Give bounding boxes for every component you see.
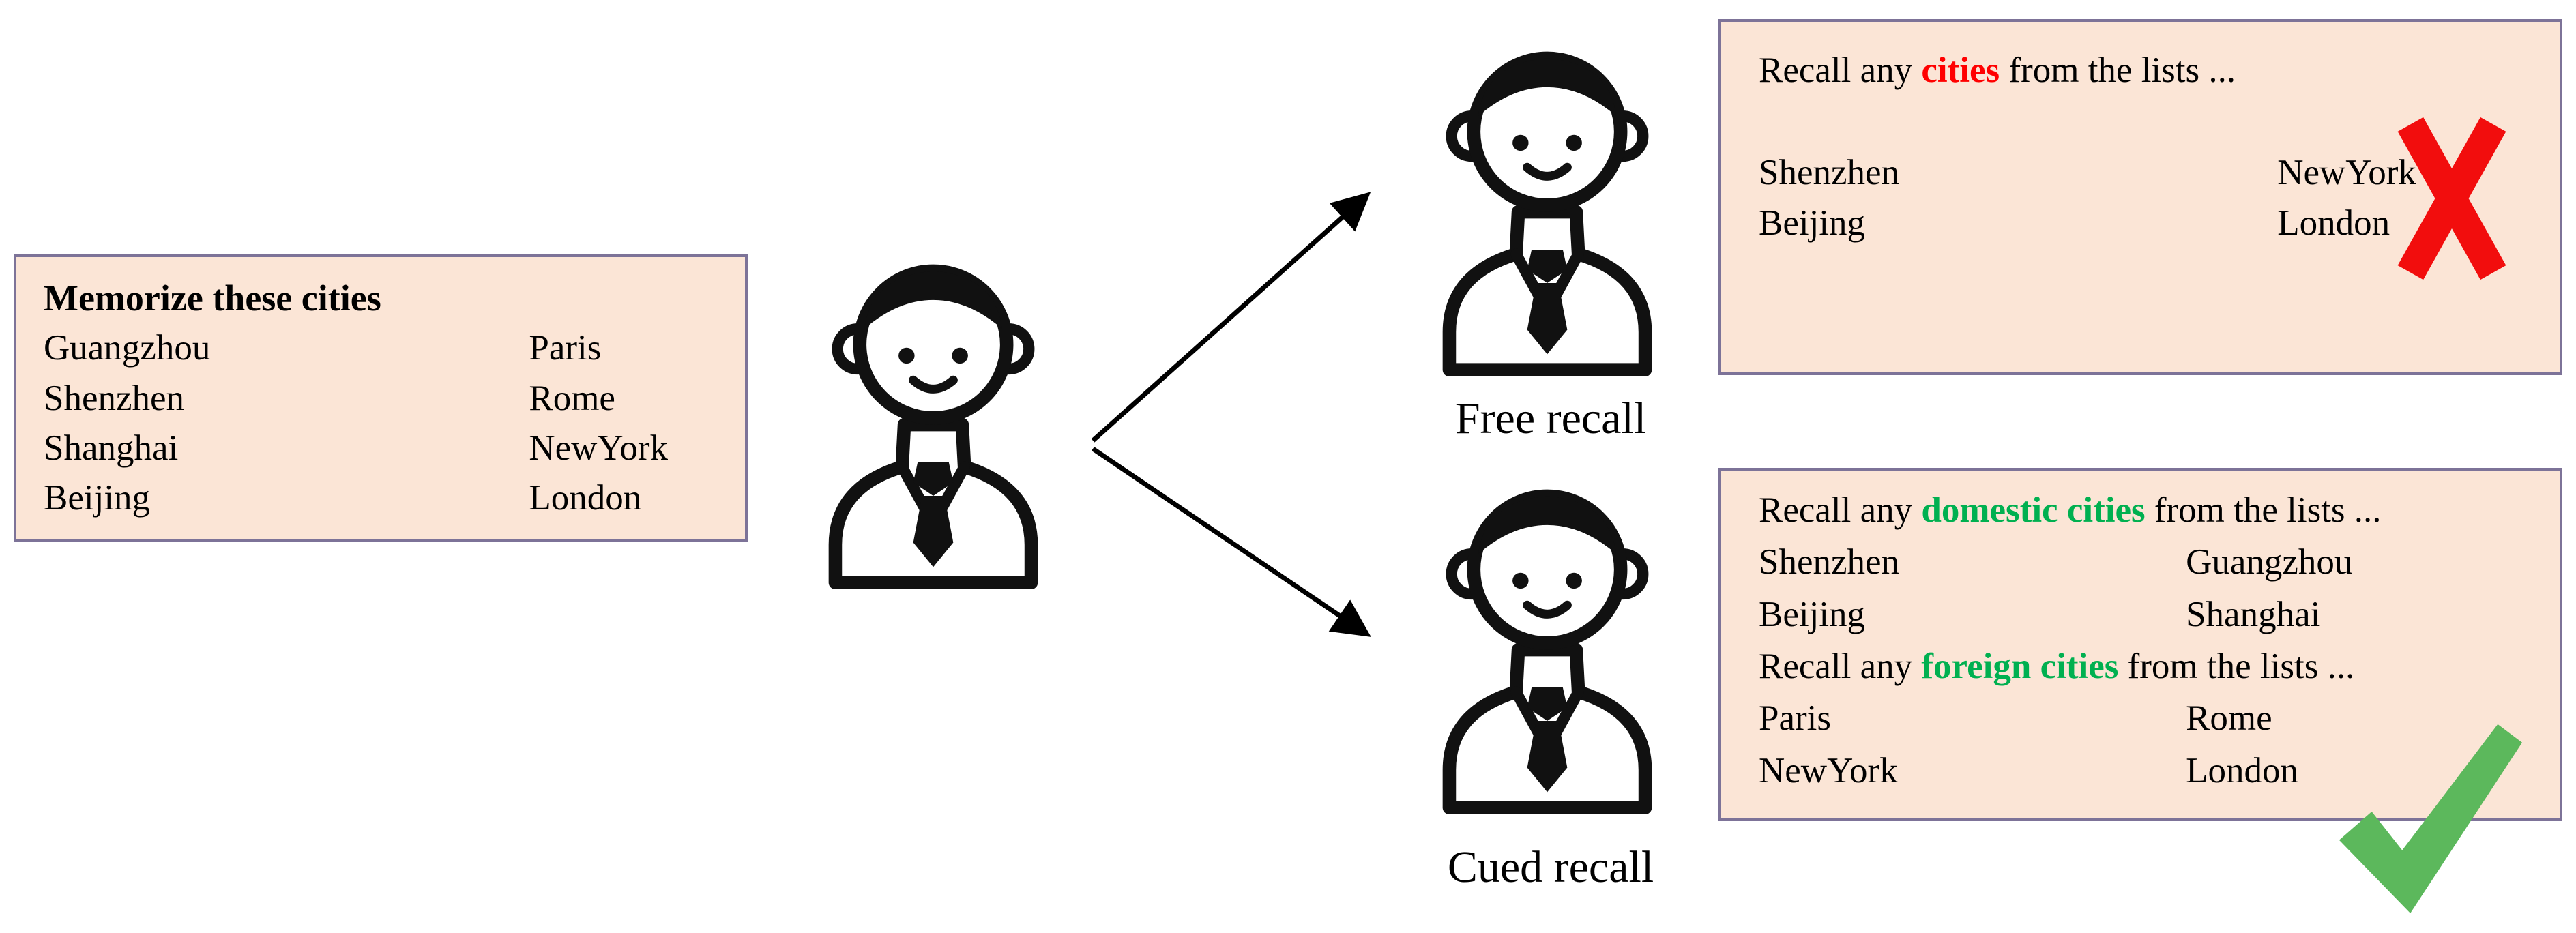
free-recall-person-icon — [1414, 20, 1681, 376]
city: Shanghai — [44, 428, 179, 468]
city: Guangzhou — [44, 328, 211, 368]
city: NewYork — [529, 428, 669, 468]
cued-recall-box: Recall any domestic cities from the list… — [1718, 468, 2562, 821]
memorize-city-list: Guangzhou Paris Shenzhen Rome Shanghai N… — [44, 323, 718, 523]
recalled-city: Shanghai — [2186, 594, 2321, 634]
cued-recall-foreign-answers: Paris Rome NewYork London — [1759, 692, 2521, 797]
cued-recall-person-icon — [1414, 458, 1681, 814]
recalled-city: London — [2277, 203, 2390, 243]
arrow-to-cued-recall-icon — [1092, 447, 1371, 637]
free-recall-box: Recall any cities from the lists ... She… — [1718, 19, 2562, 375]
recalled-city: Guangzhou — [2186, 542, 2353, 582]
cued-recall-label: Cued recall — [1447, 842, 1654, 892]
arrow-to-free-recall-icon — [1091, 192, 1371, 443]
recalled-city: London — [2186, 750, 2298, 790]
prompt-highlight-foreign-cities: foreign cities — [1921, 646, 2119, 686]
prompt-prefix: Recall any — [1759, 646, 1922, 686]
recalled-city: NewYork — [2277, 153, 2416, 193]
cued-recall-prompt-domestic: Recall any domestic cities from the list… — [1759, 484, 2521, 536]
memorize-box: Memorize these cities Guangzhou Paris Sh… — [14, 254, 748, 542]
recalled-city: NewYork — [1759, 750, 1898, 790]
recalled-city: Shenzhen — [1759, 542, 1900, 582]
cued-recall-prompt-foreign: Recall any foreign cities from the lists… — [1759, 640, 2521, 692]
green-check-icon — [2339, 724, 2523, 914]
red-cross-icon — [2397, 117, 2506, 280]
prompt-highlight-cities: cities — [1921, 50, 2000, 90]
free-recall-label: Free recall — [1454, 394, 1647, 443]
subject-person-icon — [800, 233, 1067, 589]
city: Beijing — [44, 477, 151, 518]
prompt-highlight-domestic-cities: domestic cities — [1921, 490, 2146, 530]
branch-arrows — [1091, 192, 1371, 637]
city: Rome — [529, 378, 615, 418]
recalled-city: Paris — [1759, 698, 1831, 739]
cued-recall-domestic-answers: Shenzhen Guangzhou Beijing Shanghai — [1759, 536, 2521, 640]
prompt-suffix: from the lists ... — [2145, 490, 2382, 530]
free-recall-answers: Shenzhen NewYork Beijing London — [1759, 147, 2521, 248]
prompt-prefix: Recall any — [1759, 50, 1922, 90]
recalled-city: Shenzhen — [1759, 153, 1900, 193]
prompt-suffix: from the lists ... — [2118, 646, 2355, 686]
recalled-city: Beijing — [1759, 594, 1866, 634]
memorize-box-title: Memorize these cities — [44, 278, 381, 319]
free-recall-prompt: Recall any cities from the lists ... — [1759, 45, 2521, 95]
prompt-suffix: from the lists ... — [2000, 50, 2236, 90]
recalled-city: Rome — [2186, 698, 2272, 739]
city: Shenzhen — [44, 378, 185, 418]
prompt-prefix: Recall any — [1759, 490, 1922, 530]
recalled-city: Beijing — [1759, 203, 1866, 243]
city: London — [529, 477, 642, 518]
city: Paris — [529, 328, 602, 368]
